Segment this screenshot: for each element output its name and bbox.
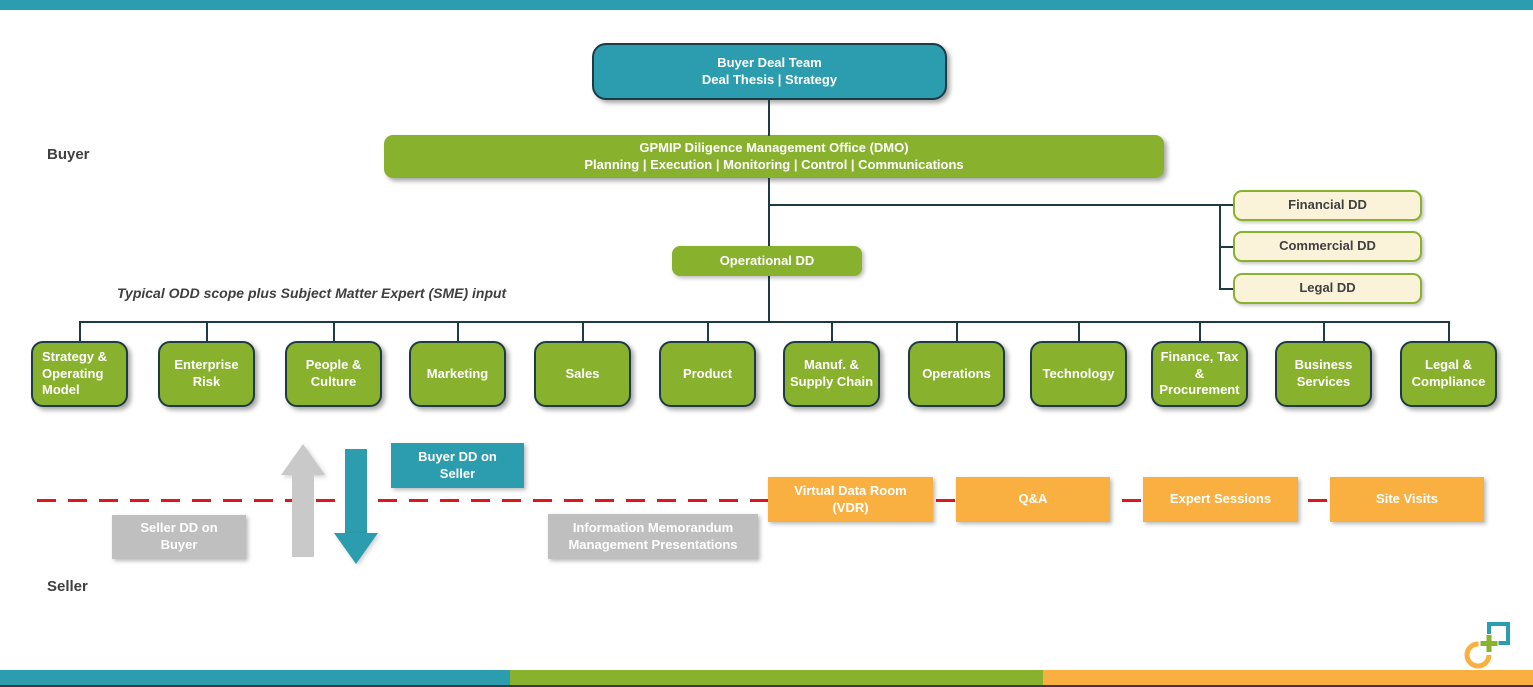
workstream-manuf-supply-chain: Manuf. & Supply Chain	[783, 341, 880, 407]
workstream-legal-compliance: Legal & Compliance	[1400, 341, 1497, 407]
connector-drop-9	[1078, 321, 1080, 341]
financial-dd-box: Financial DD	[1233, 190, 1422, 221]
seller-dd-on-buyer-box: Seller DD on Buyer	[112, 515, 246, 559]
odd-scope-caption: Typical ODD scope plus Subject Matter Ex…	[117, 285, 507, 301]
top-accent-bar	[0, 0, 1533, 10]
workstream-product: Product	[659, 341, 756, 407]
connector-stub-legal	[1219, 288, 1233, 290]
connector-dealteam-dmo	[768, 100, 770, 136]
connector-drop-6	[707, 321, 709, 341]
buyer-dd-on-seller-box: Buyer DD on Seller	[391, 443, 524, 488]
connector-workstream-bus	[80, 321, 1449, 323]
connector-drop-4	[457, 321, 459, 341]
gpmip-logo-icon	[1464, 622, 1510, 669]
footer-bar-teal	[0, 670, 510, 685]
site-visits-box: Site Visits	[1330, 477, 1484, 522]
buyer-to-seller-arrow-shaft	[345, 449, 367, 534]
buyer-label: Buyer	[47, 146, 90, 163]
dmo-box: GPMIP Diligence Management Office (DMO)P…	[384, 135, 1164, 178]
buyer-to-seller-arrow-icon	[334, 533, 378, 564]
connector-drop-3	[333, 321, 335, 341]
workstream-enterprise-risk: Enterprise Risk	[158, 341, 255, 407]
connector-drop-1	[79, 321, 81, 341]
workstream-technology: Technology	[1030, 341, 1127, 407]
qna-box: Q&A	[956, 477, 1110, 522]
legal-dd-box: Legal DD	[1233, 273, 1422, 304]
connector-drop-2	[206, 321, 208, 341]
workstream-business-services: Business Services	[1275, 341, 1372, 407]
buyer-seller-divider-line	[37, 499, 1494, 502]
dmo-text: GPMIP Diligence Management Office (DMO)P…	[584, 139, 964, 172]
workstream-operations: Operations	[908, 341, 1005, 407]
commercial-dd-box: Commercial DD	[1233, 231, 1422, 262]
footer-bottom-edge	[0, 685, 1533, 687]
information-memorandum-box: Information Memorandum Management Presen…	[548, 514, 758, 559]
footer-bar-orange	[1043, 670, 1533, 685]
connector-drop-12	[1448, 321, 1450, 341]
workstream-strategy-operating-model: Strategy & Operating Model	[31, 341, 128, 407]
connector-drop-11	[1323, 321, 1325, 341]
seller-to-buyer-arrow-icon	[281, 444, 325, 475]
operational-dd-box: Operational DD	[672, 246, 862, 276]
connector-drop-8	[956, 321, 958, 341]
seller-to-buyer-arrow-shaft	[292, 474, 314, 557]
workstream-finance-tax-procurement: Finance, Tax & Procurement	[1151, 341, 1248, 407]
connector-branch-right	[768, 204, 1233, 206]
connector-drop-5	[582, 321, 584, 341]
workstream-marketing: Marketing	[409, 341, 506, 407]
connector-drop-10	[1199, 321, 1201, 341]
expert-sessions-box: Expert Sessions	[1143, 477, 1298, 522]
workstream-sales: Sales	[534, 341, 631, 407]
virtual-data-room-box: Virtual Data Room (VDR)	[768, 477, 933, 522]
workstream-people-culture: People & Culture	[285, 341, 382, 407]
seller-label: Seller	[47, 578, 88, 595]
connector-drop-7	[831, 321, 833, 341]
footer-bar-green	[510, 670, 1043, 685]
connector-stub-commercial	[1219, 246, 1233, 248]
